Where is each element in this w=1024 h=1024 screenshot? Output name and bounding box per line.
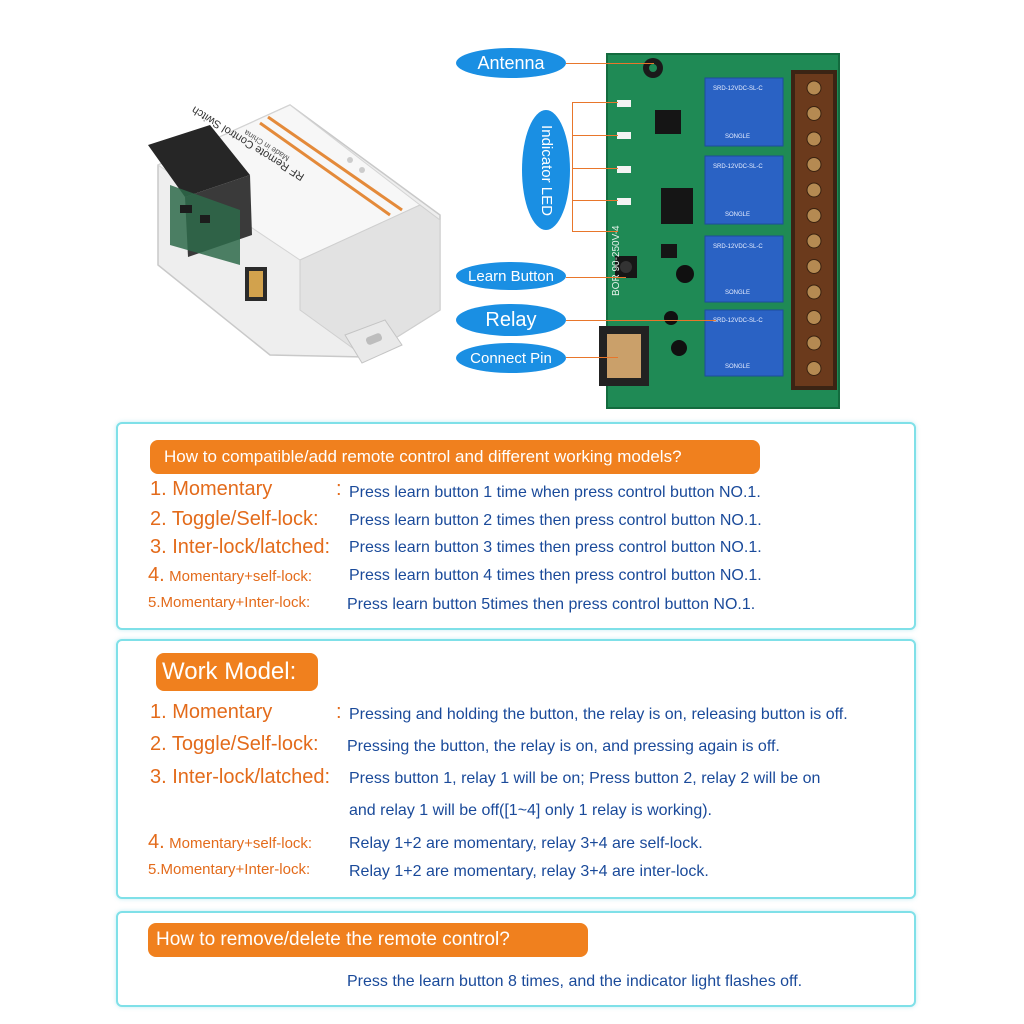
leader-led-1: [572, 102, 618, 103]
compat-row-4-mode: 4. Momentary+self-lock:: [148, 564, 312, 587]
terminal-screw: [806, 259, 822, 274]
terminal-screw: [806, 157, 822, 172]
compat-row-5-mode: 5.Momentary+Inter-lock:: [148, 594, 311, 611]
terminal-screw: [806, 131, 822, 147]
terminal-screw: [806, 310, 822, 325]
work-row-4-mode: 4. Momentary+self-lock:: [148, 831, 312, 854]
panel-remove-remote: How to remove/delete the remote control?…: [116, 911, 916, 1007]
relay-2: SRD-12VDC-SL-C SONGLE: [704, 155, 784, 225]
relay-2-label: SRD-12VDC-SL-C: [713, 164, 763, 170]
compat-row-2-mode: 2. Toggle/Self-lock:: [150, 508, 319, 530]
compat-row-3-desc: Press learn button 3 times then press co…: [349, 539, 762, 556]
compat-row-1-desc: Press learn button 1 time when press con…: [349, 484, 761, 501]
leader-led-5: [572, 231, 618, 232]
relay-4: SRD-12VDC-SL-C SONGLE: [704, 309, 784, 377]
terminal-screw: [806, 284, 822, 300]
relay-1-label: SRD-12VDC-SL-C: [713, 86, 763, 92]
callout-connect-pin: Connect Pin: [456, 343, 566, 373]
panel-compatibility: How to compatible/add remote control and…: [116, 422, 916, 630]
work-row-1-mode: 1. Momentary: [150, 701, 273, 723]
terminal-screw: [806, 106, 822, 121]
enclosure-image: RF Remote Control Switch Made in China: [140, 95, 450, 365]
relay-4-label: SRD-12VDC-SL-C: [713, 318, 763, 324]
callout-relay: Relay: [456, 304, 566, 336]
relay-1: SRD-12VDC-SL-C SONGLE: [704, 77, 784, 147]
terminal-screw: [806, 335, 822, 351]
work-row-3-desc: Press button 1, relay 1 will be on; Pres…: [349, 770, 821, 787]
work-row-4-num: 4.: [148, 831, 165, 853]
panel-remove-remote-desc: Press the learn button 8 times, and the …: [347, 973, 803, 990]
relay-3-label: SRD-12VDC-SL-C: [713, 244, 763, 250]
compat-row-1-mode: 1. Momentary: [150, 478, 273, 500]
compat-row-1: 1. Momentary: [150, 478, 272, 501]
compat-row-2-desc: Press learn button 2 times then press co…: [349, 512, 762, 529]
compat-row-3-mode: 3. Inter-lock/latched:: [150, 536, 331, 558]
panel-work-model-heading-text: Work Model:: [162, 658, 297, 685]
terminal-screw: [806, 208, 822, 223]
work-row-1-sep: :: [336, 701, 342, 723]
leader-antenna: [566, 63, 654, 64]
callout-antenna-label: Antenna: [477, 52, 545, 73]
panel-remove-remote-heading-text: How to remove/delete the remote control?: [156, 929, 510, 950]
relay-1-brand: SONGLE: [725, 134, 750, 140]
leader-indicator-vertical: [572, 102, 573, 232]
terminal-screw: [806, 361, 822, 376]
panel-work-model-heading: Work Model:: [156, 653, 318, 691]
pcb-image: SRD-12VDC-SL-C SONGLE SRD-12VDC-SL-C SON…: [595, 48, 845, 410]
terminal-screw: [806, 233, 822, 249]
callout-connect-pin-label: Connect Pin: [470, 349, 552, 367]
pcb-silkscreen: BOR 90-250V-4: [611, 225, 622, 296]
compat-row-4-num: 4.: [148, 564, 165, 586]
callout-learn-button: Learn Button: [456, 262, 566, 290]
work-row-1-desc: Pressing and holding the button, the rel…: [349, 706, 848, 723]
panel-compatibility-heading-text: How to compatible/add remote control and…: [164, 447, 682, 466]
callout-indicator-led: Indicator LED: [522, 110, 570, 230]
compat-row-4-label: Momentary+self-lock:: [169, 568, 313, 585]
compat-row-4-desc: Press learn button 4 times then press co…: [349, 567, 762, 584]
leader-led-2: [572, 135, 618, 136]
leader-learn-button: [566, 277, 626, 278]
compat-row-5-desc: Press learn button 5times then press con…: [347, 596, 756, 613]
work-row-4-label: Momentary+self-lock:: [169, 835, 313, 852]
leader-led-4: [572, 200, 618, 201]
terminal-screw: [806, 182, 822, 198]
work-row-5-desc: Relay 1+2 are momentary, relay 3+4 are i…: [349, 863, 709, 880]
work-row-3-desc-cont: and relay 1 will be off([1~4] only 1 rel…: [349, 802, 712, 819]
terminal-screw: [806, 80, 822, 96]
leader-led-3: [572, 168, 618, 169]
work-row-5-mode: 5.Momentary+Inter-lock:: [148, 861, 311, 878]
compat-row-1-sep: :: [336, 478, 342, 500]
panel-compatibility-heading: How to compatible/add remote control and…: [150, 440, 760, 474]
work-row-2-mode: 2. Toggle/Self-lock:: [150, 733, 319, 755]
panel-remove-remote-heading: How to remove/delete the remote control?: [148, 923, 588, 957]
work-row-2-desc: Pressing the button, the relay is on, an…: [347, 738, 780, 755]
relay-3: SRD-12VDC-SL-C SONGLE: [704, 235, 784, 303]
work-row-4-desc: Relay 1+2 are momentary, relay 3+4 are s…: [349, 835, 703, 852]
relay-4-brand: SONGLE: [725, 364, 750, 370]
callout-relay-label: Relay: [485, 308, 537, 331]
work-row-3-mode: 3. Inter-lock/latched:: [150, 766, 331, 788]
callout-antenna: Antenna: [456, 48, 566, 78]
callout-indicator-led-label: Indicator LED: [537, 124, 555, 216]
callout-learn-button-label: Learn Button: [468, 267, 554, 285]
leader-connect-pin: [566, 357, 618, 358]
leader-relay: [566, 320, 716, 321]
relay-2-brand: SONGLE: [725, 212, 750, 218]
panel-work-model: Work Model: 1. Momentary : Pressing and …: [116, 639, 916, 899]
relay-3-brand: SONGLE: [725, 290, 750, 296]
